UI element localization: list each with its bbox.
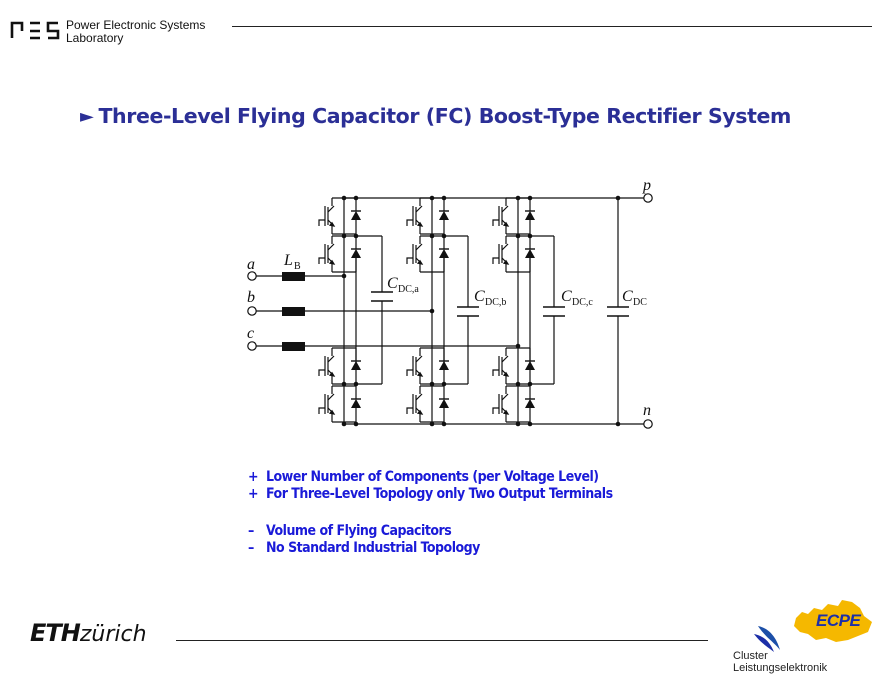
pro-text: Lower Number of Components (per Voltage … (266, 469, 599, 485)
cap-dc-sub: DC (633, 297, 647, 308)
terminal-a-label: a (247, 256, 255, 273)
plus-bullet: + (248, 469, 259, 485)
con-text: Volume of Flying Capacitors (266, 523, 452, 539)
cap-c-label: C (561, 288, 572, 305)
con-text: No Standard Industrial Topology (266, 540, 480, 556)
terminal-p-label: p (642, 177, 651, 194)
ecpe-logo-icon: ECPE (754, 600, 872, 652)
cap-dc-label: C (622, 288, 633, 305)
terminal-n-label: n (643, 402, 651, 419)
pro-item: + For Three-Level Topology only Two Outpu… (248, 486, 613, 503)
title-marker-icon: ► (80, 106, 94, 127)
cluster-line1: Cluster (733, 650, 768, 662)
cluster-line2: Leistungselektronik (733, 662, 828, 674)
inductor-label: L (283, 252, 293, 269)
lab-name: Power Electronic Systems Laboratory (66, 19, 205, 45)
cap-b-label: C (474, 288, 485, 305)
eth-logo-bold: ETH (30, 619, 81, 647)
minus-bullet: – (248, 540, 254, 556)
lab-name-line1: Power Electronic Systems (66, 18, 206, 32)
con-item: –No Standard Industrial Topology (248, 540, 613, 557)
footer-divider (176, 640, 708, 641)
cap-a-label: C (387, 275, 398, 292)
cap-b-sub: DC,b (485, 297, 506, 308)
pes-logo-icon (10, 21, 60, 40)
con-item: –Volume of Flying Capacitors (248, 523, 613, 540)
page-title: ►Three-Level Flying Capacitor (FC) Boost… (80, 104, 791, 128)
page-title-text: Three-Level Flying Capacitor (FC) Boost-… (98, 104, 791, 128)
cap-a-sub: DC,a (398, 284, 419, 295)
minus-bullet: – (248, 523, 254, 539)
ecpe-logo-text: ECPE (816, 611, 861, 630)
terminal-b-label: b (247, 289, 255, 306)
cluster-label: Cluster Leistungselektronik (733, 650, 827, 674)
pros-cons-list: + Lower Number of Components (per Voltage… (248, 469, 613, 557)
eth-logo-italic: zürich (79, 622, 147, 647)
terminal-c-label: c (247, 325, 254, 342)
pro-item: + Lower Number of Components (per Voltage… (248, 469, 613, 486)
lab-name-line2: Laboratory (66, 31, 124, 45)
cap-c-sub: DC,c (572, 297, 593, 308)
header-divider (232, 26, 872, 27)
inductor-sub: B (294, 261, 301, 272)
plus-bullet: + (248, 486, 259, 502)
pro-text: For Three-Level Topology only Two Output… (266, 486, 613, 502)
eth-zurich-logo: ETHzürich (30, 619, 147, 647)
